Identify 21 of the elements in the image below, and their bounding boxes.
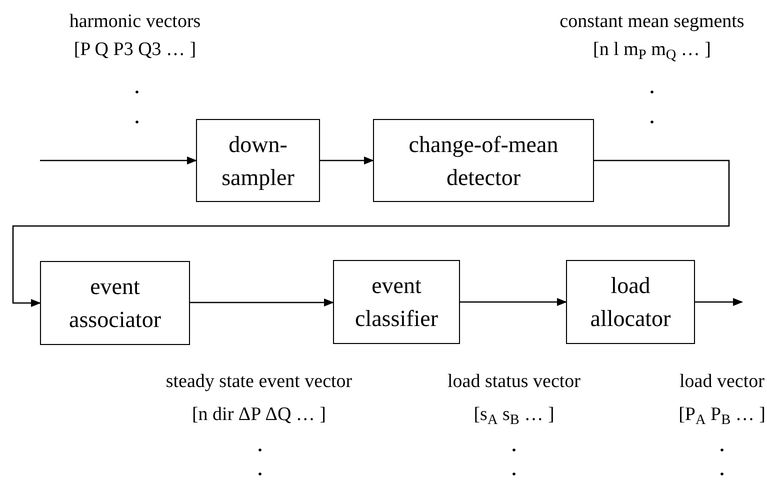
signal-label: constant mean segments [560,10,744,34]
vector-notation: [s$_{A}$ s$_{B}$ … ] [474,403,554,427]
signal-label: load status vector [448,370,580,394]
arrow [190,298,334,306]
arrow [460,298,567,306]
arrow [40,156,197,164]
signal-label: steady state event vector [166,370,352,394]
vector-notation: [P$_{A}$ P$_{B}$ … ] [678,403,766,427]
vector-notation: [n l m$_{P}$ m$_{Q}$ … ] [593,38,711,62]
process-box: down- sampler [196,119,320,202]
signal-label: harmonic vectors [69,10,201,34]
arrow [695,298,743,306]
vector-notation: [n dir ΔP ΔQ … ] [192,403,326,427]
vector-notation: [P Q P3 Q3 … ] [74,38,196,62]
process-box: load allocator [566,260,695,344]
arrow [12,160,730,307]
arrow [320,156,374,164]
process-box: event associator [40,261,190,345]
signal-label: load vector [680,370,764,394]
process-box: event classifier [333,260,460,344]
process-box: change-of-mean detector [373,119,594,202]
